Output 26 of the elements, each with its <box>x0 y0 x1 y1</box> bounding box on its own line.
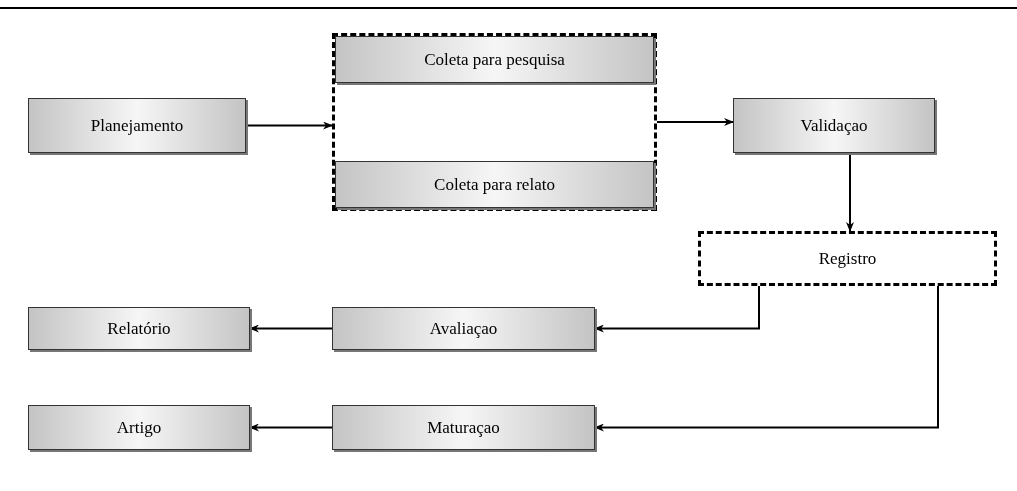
arrow <box>594 285 760 333</box>
process-box <box>28 98 246 153</box>
arrow <box>656 118 734 126</box>
arrow <box>245 121 333 130</box>
arrow <box>594 285 939 432</box>
node-label: Coleta para pesquisa <box>424 48 565 71</box>
process-box <box>28 405 250 450</box>
node-label: Validaçao <box>800 114 868 137</box>
node-label: Relatório <box>107 317 171 340</box>
node-label: Planejamento <box>90 114 184 137</box>
dashed-group-box <box>332 33 657 211</box>
process-box <box>28 307 250 350</box>
process-box <box>733 98 935 153</box>
process-box <box>335 36 654 83</box>
node-label: Artigo <box>116 416 162 439</box>
arrow <box>249 324 333 333</box>
dashed-process-box <box>698 231 997 286</box>
node-label: Maturaçao <box>427 416 500 439</box>
node-label: Registro <box>818 247 877 270</box>
node-label: Coleta para relato <box>434 173 555 196</box>
process-box <box>335 161 654 208</box>
arrow <box>249 423 333 432</box>
arrow <box>846 152 854 232</box>
process-box <box>332 405 595 450</box>
process-box <box>332 307 595 350</box>
node-label: Avaliaçao <box>429 317 498 340</box>
